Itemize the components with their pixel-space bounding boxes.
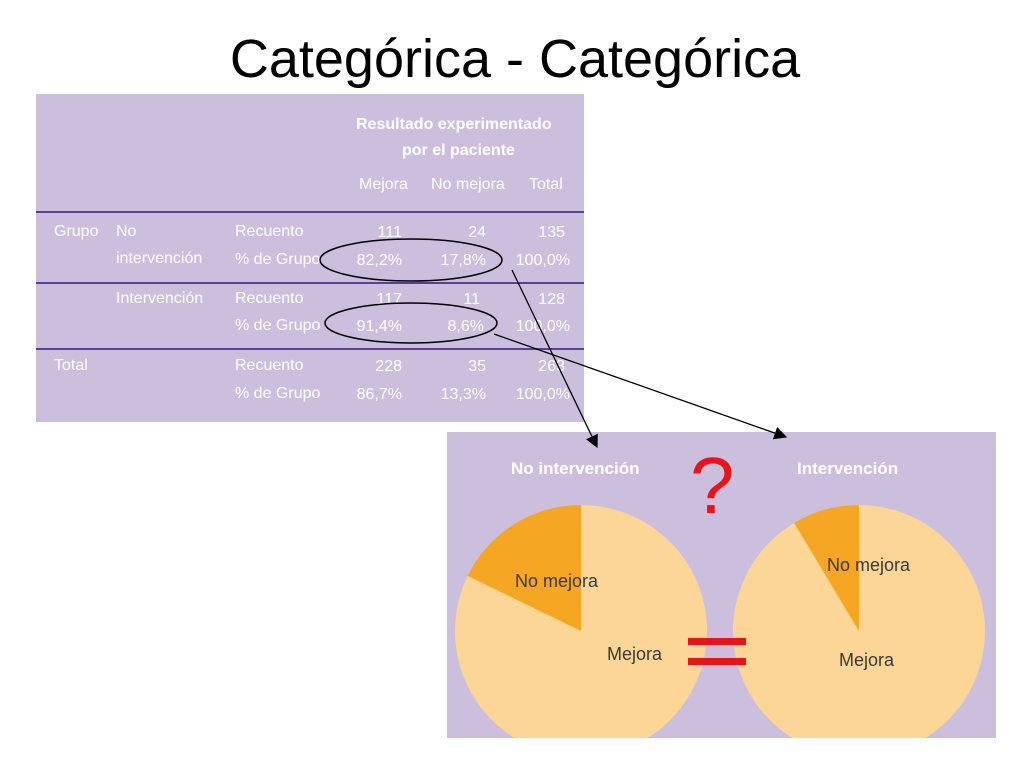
- question-mark: ?: [690, 441, 735, 530]
- row-group-name: Intervención: [116, 290, 204, 307]
- cell-pct: 100,0%: [515, 386, 570, 403]
- cell-count: 128: [538, 291, 565, 308]
- table-header-line1: Resultado experimentado: [356, 116, 552, 133]
- cell-pct: 100,0%: [515, 318, 570, 335]
- cell-pct: 86,7%: [356, 386, 402, 403]
- cell-count: 111: [377, 224, 402, 241]
- pie-slice-mejora: [733, 505, 985, 738]
- pie-label-no-mejora: No mejora: [827, 555, 911, 575]
- equals-bar: [688, 658, 746, 665]
- pie-charts-panel: No intervención Intervención Mejora No me…: [447, 432, 996, 738]
- cell-pct: 13,3%: [440, 386, 486, 403]
- cell-count: 263: [538, 358, 565, 375]
- pie-label-mejora: Mejora: [607, 644, 663, 664]
- cell-count: 228: [375, 358, 402, 375]
- equals-bar: [688, 638, 746, 645]
- col-header-total: Total: [529, 176, 563, 193]
- equals-sign: [688, 632, 746, 670]
- row-group-name: No: [116, 223, 137, 240]
- row-group-name: Total: [54, 357, 88, 374]
- slide-title: Categórica - Categórica: [229, 29, 801, 89]
- cell-count: 11: [463, 291, 480, 308]
- row-count-label: Recuento: [235, 290, 304, 307]
- group-label: Grupo: [54, 223, 99, 240]
- pie-label-mejora: Mejora: [839, 650, 895, 670]
- col-header-mejora: Mejora: [359, 176, 408, 193]
- cell-count: 35: [468, 358, 486, 375]
- row-pct-label: % de Grupo: [235, 251, 321, 268]
- table-divider: [36, 282, 584, 284]
- cell-pct: 91,4%: [356, 318, 402, 335]
- cell-pct: 17,8%: [440, 252, 486, 269]
- cell-count: 24: [468, 224, 486, 241]
- cell-count: 117: [376, 291, 402, 308]
- col-header-no-mejora: No mejora: [431, 176, 505, 193]
- row-group-name-cont: intervención: [116, 250, 203, 267]
- pie-title-no-intervencion: No intervención: [511, 459, 640, 478]
- pie-slice-no-mejora: [467, 505, 581, 631]
- row-pct-label: % de Grupo: [235, 385, 321, 402]
- cell-pct: 100,0%: [515, 252, 570, 269]
- pie-title-intervencion: Intervención: [797, 459, 899, 478]
- table-divider: [36, 348, 584, 350]
- row-count-label: Recuento: [235, 223, 304, 240]
- cell-count: 135: [538, 224, 565, 241]
- row-pct-label: % de Grupo: [235, 317, 321, 334]
- pie-label-no-mejora: No mejora: [515, 571, 599, 591]
- cell-pct: 82,2%: [356, 252, 402, 269]
- cell-pct: 8,6%: [447, 318, 484, 335]
- table-divider: [36, 211, 584, 213]
- pie-slice-no-mejora: [794, 505, 859, 631]
- table-header-line2: por el paciente: [402, 142, 515, 159]
- pie-slice-mejora: [455, 505, 707, 738]
- row-count-label: Recuento: [235, 357, 304, 374]
- crosstab-table: Resultado experimentado por el paciente …: [36, 94, 584, 422]
